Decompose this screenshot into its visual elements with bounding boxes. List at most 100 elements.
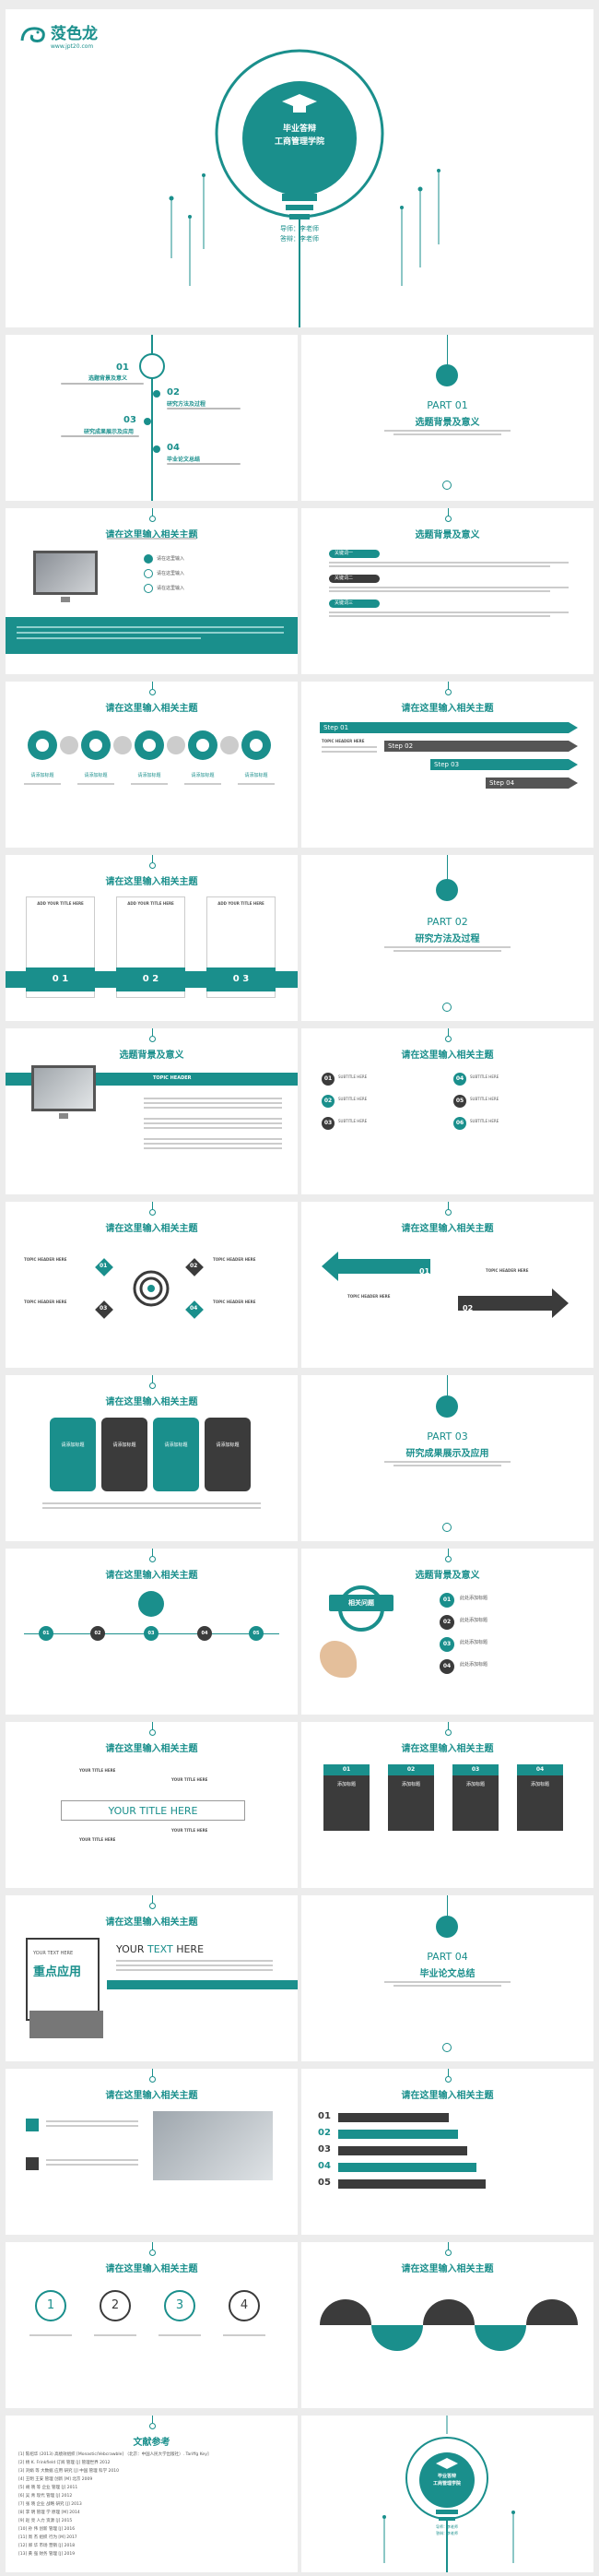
numlist-slide: 请在这里输入相关主题 01 02 03 04 05 xyxy=(301,2069,593,2235)
toc-label-2[interactable]: 研究方法及过程 xyxy=(167,401,206,408)
quad-label-3: 添加标题 xyxy=(465,1782,485,1787)
slide-3-title: 请在这里输入相关主题 xyxy=(105,530,198,540)
focus-slide: 请在这里输入相关主题 YOUR TEXT HERE 重点应用 YOUR TEXT… xyxy=(6,1895,298,2061)
bullet-2: 请在这里输入 xyxy=(157,571,185,576)
photo-title: 请在这里输入相关主题 xyxy=(105,2091,198,2101)
quad-num-2: 02 xyxy=(388,1764,434,1775)
keyword-1: 关键词一 xyxy=(329,550,380,558)
tl-num-2: 02 xyxy=(90,1626,105,1641)
semicircles xyxy=(320,2299,578,2351)
gear-label-3: 请添加标题 xyxy=(137,773,161,778)
end-graphic xyxy=(382,2416,515,2572)
slide-3r-title: 选题背景及意义 xyxy=(415,530,480,540)
bg2-title: 选题背景及意义 xyxy=(119,1051,184,1061)
nl-num-1: 01 xyxy=(318,2111,331,2121)
toc-num-1: 01 xyxy=(116,362,129,373)
cover-slide: 莈色龙 www.jpt20.com 毕业答辩 工商管理学院 导师：李老师 答辩：… xyxy=(6,9,593,327)
part03-slide: PART 03 研究成果展示及应用 xyxy=(301,1375,593,1541)
focus-head-2: TEXT xyxy=(147,1943,173,1955)
part03-name: 研究成果展示及应用 xyxy=(405,1449,489,1459)
gear-label-2: 请添加标题 xyxy=(84,773,108,778)
part04-label: PART 04 xyxy=(427,1951,468,1963)
focus-big: 重点应用 xyxy=(33,1965,82,1979)
quad-num-1: 01 xyxy=(323,1764,370,1775)
tl-num-5: 05 xyxy=(249,1626,264,1641)
part04-name: 毕业论文总结 xyxy=(419,1969,476,1979)
sub-label-3: SUBTITLE HERE xyxy=(338,1119,368,1123)
target-label-4: TOPIC HEADER HERE xyxy=(213,1300,256,1304)
step-3: Step 03 xyxy=(434,761,460,768)
mg-num-2: 02 xyxy=(440,1615,454,1630)
arrow-label-2: TOPIC HEADER HERE xyxy=(486,1268,529,1273)
add-num-2: 0 2 xyxy=(116,967,185,991)
arrows-title: 请在这里输入相关主题 xyxy=(401,1224,494,1234)
toc-label-4[interactable]: 毕业论文总结 xyxy=(167,457,201,463)
mg-label-2: 此处添加标题 xyxy=(460,1618,488,1623)
ref-line: [12] 郑 华 市场 营销 [J] 2018 xyxy=(18,2544,76,2548)
target-num-4: 04 xyxy=(190,1305,198,1312)
add-header-2: ADD YOUR TITLE HERE xyxy=(127,901,174,906)
gear-label-5: 请添加标题 xyxy=(244,773,268,778)
sub-label-5: SUBTITLE HERE xyxy=(470,1097,499,1101)
cover-presenter: 答辩：李老师 xyxy=(280,235,319,243)
mg-num-4: 04 xyxy=(440,1659,454,1674)
cover-advisor: 导师：李老师 xyxy=(280,225,319,232)
ref-line: [7] 张 晓 企业 战略 研究 [J] 2013 xyxy=(18,2502,82,2507)
yourtitle-small-4: YOUR TITLE HERE xyxy=(171,1828,208,1833)
arrow-num-1: 01 xyxy=(419,1267,430,1276)
card-label-3: 请添加标题 xyxy=(164,1442,188,1448)
target-icon xyxy=(133,1270,170,1307)
addtitle-slide: 请在这里输入相关主题 ADD YOUR TITLE HERE ADD YOUR … xyxy=(6,855,298,1021)
nl-num-3: 03 xyxy=(318,2144,331,2155)
toc-label-1[interactable]: 选题背景及意义 xyxy=(88,375,128,382)
add-header-1: ADD YOUR TITLE HERE xyxy=(37,901,84,906)
mg-num-1: 01 xyxy=(440,1593,454,1608)
bullet-3: 请在这里输入 xyxy=(157,586,185,591)
add-num-1: 0 1 xyxy=(26,967,95,991)
quad-num-4: 04 xyxy=(517,1764,563,1775)
slide-3r: 选题背景及意义 关键词一 关键词二 关键词三 xyxy=(301,508,593,674)
part02-slide: PART 02 研究方法及过程 xyxy=(301,855,593,1021)
add-header-3: ADD YOUR TITLE HERE xyxy=(217,901,264,906)
ref-line: [8] 李 明 管理 学 原理 [M] 2014 xyxy=(18,2511,80,2515)
toc-num-4: 04 xyxy=(167,443,180,453)
keyword-3: 关键词三 xyxy=(329,599,380,608)
part02-name: 研究方法及过程 xyxy=(415,934,480,944)
part03-label: PART 03 xyxy=(427,1430,468,1442)
quad-label-4: 添加标题 xyxy=(530,1782,549,1787)
ref-line: [6] 吴 青 现代 管理 [J] 2012 xyxy=(18,2494,73,2499)
cards-title: 请在这里输入相关主题 xyxy=(105,1397,198,1407)
end-presenter: 答辩：李老师 xyxy=(436,2531,458,2535)
numlist-title: 请在这里输入相关主题 xyxy=(401,2091,494,2101)
focus-head-3: HERE xyxy=(172,1943,205,1955)
end-line2: 工商管理学院 xyxy=(432,2481,461,2487)
bullet-1: 请在这里输入 xyxy=(157,556,185,562)
desk-photo xyxy=(153,2111,273,2180)
quad-label-1: 添加标题 xyxy=(336,1782,356,1787)
mg-label-3: 此处添加标题 xyxy=(460,1640,488,1645)
sub-label-4: SUBTITLE HERE xyxy=(470,1074,499,1079)
refs-list: [1] 陈绍华 (2013) 高绩效组织 [Monastic/Vebcrawbl… xyxy=(18,2451,286,2558)
step-1: Step 01 xyxy=(323,724,349,731)
sub-label-6: SUBTITLE HERE xyxy=(470,1119,499,1123)
part04-slide: PART 04 毕业论文总结 xyxy=(301,1895,593,2061)
target-num-2: 02 xyxy=(190,1263,198,1269)
monitor-image xyxy=(33,551,98,595)
toc-num-3: 03 xyxy=(123,415,136,425)
mg-label-4: 此处添加标题 xyxy=(460,1662,488,1668)
timeline-title: 请在这里输入相关主题 xyxy=(105,1571,198,1581)
part02-label: PART 02 xyxy=(427,916,468,928)
sub-num-6: 06 xyxy=(453,1117,466,1130)
step-2: Step 02 xyxy=(388,742,414,750)
part01-label: PART 01 xyxy=(427,399,468,411)
sub-num-1: 01 xyxy=(322,1073,335,1086)
logo: 莈色龙 www.jpt20.com xyxy=(19,20,98,50)
mg-label-1: 此处添加标题 xyxy=(460,1596,488,1601)
step-4: Step 04 xyxy=(489,779,515,787)
focus-title: 请在这里输入相关主题 xyxy=(105,1917,198,1928)
toc-label-3[interactable]: 研究成果展示及应用 xyxy=(84,429,135,435)
target-slide: 请在这里输入相关主题 01 02 03 04 TOPIC HEADER HERE… xyxy=(6,1202,298,1368)
target-label-1: TOPIC HEADER HERE xyxy=(24,1257,67,1262)
semicircle-slide: 请在这里输入相关主题 xyxy=(301,2242,593,2408)
logo-brand: 莈色龙 xyxy=(51,25,98,43)
